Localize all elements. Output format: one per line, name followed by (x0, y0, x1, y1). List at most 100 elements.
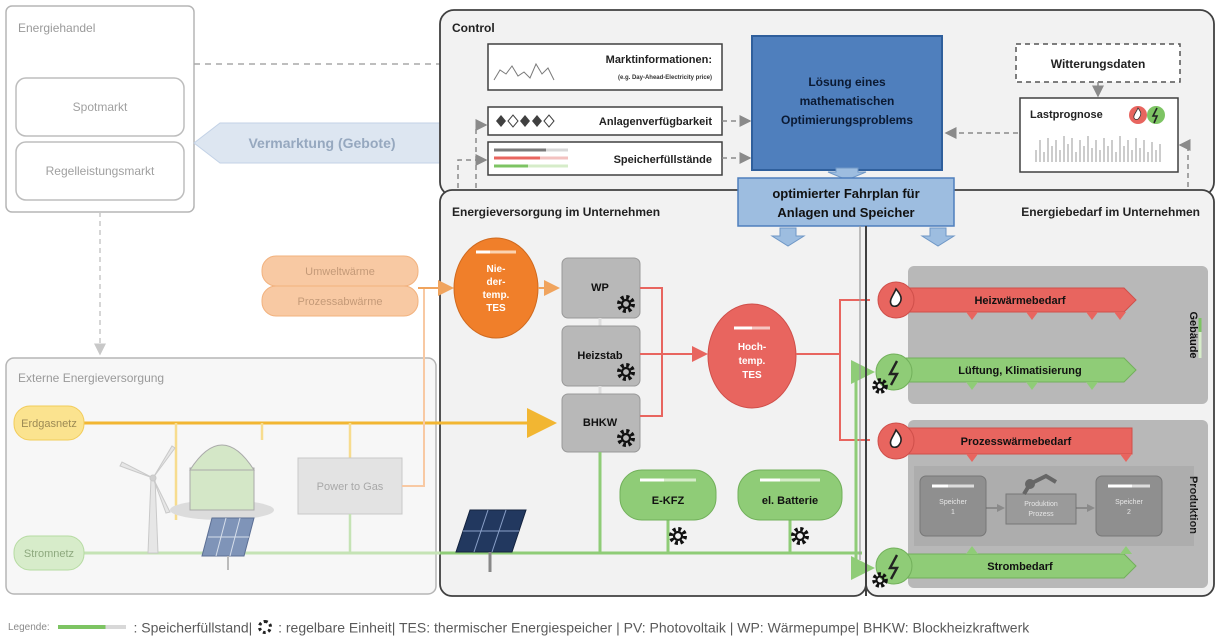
witterungsdaten-label: Witterungsdaten (1051, 57, 1146, 71)
prozess-box: Produktion Prozess (1005, 473, 1077, 525)
spotmarkt-label: Spotmarkt (73, 100, 128, 114)
strombedarf-label: Strombedarf (987, 561, 1053, 573)
speicher-b-box: Speicher 2 (1095, 475, 1163, 537)
speicherfuellstaende-label: Speicherfüllstände (614, 154, 712, 166)
heizstab-gear-icon (617, 363, 635, 381)
power-load-icon (1147, 106, 1165, 124)
tes-low-line1: Nie- (487, 264, 506, 275)
umweltwaerme-box: Umweltwärme (261, 255, 419, 287)
vermarktung-arrow: Vermarktung (Gebote) (193, 122, 441, 164)
tes-high-line3: TES (742, 370, 762, 381)
power-to-gas-label: Power to Gas (317, 481, 384, 493)
power-demand-icon-1 (875, 353, 913, 391)
optimierung-line1: Lösung eines (808, 75, 886, 89)
speicher-b-label: Speicher (1115, 499, 1143, 506)
availability-diamonds-icon (496, 114, 555, 128)
ekfz-box: E-KFZ (619, 469, 717, 521)
solar-panel-icon-extern (201, 517, 255, 570)
tes-high-line2: temp. (739, 356, 766, 367)
ekfz-gear-icon (669, 527, 687, 545)
lueftung-bar: Lüftung, Klimatisierung (899, 357, 1137, 390)
batterie-gear-icon (791, 527, 809, 545)
stromnetz-label: Stromnetz (24, 548, 74, 560)
energiehandel-title: Energiehandel (18, 21, 95, 35)
lueftung-label: Lüftung, Klimatisierung (958, 365, 1081, 377)
lastprognose-label: Lastprognose (1030, 109, 1103, 121)
prozesswaerme-bar: Prozesswärmebedarf (899, 427, 1133, 462)
tes-low-line2: der- (487, 277, 506, 288)
fahrplan-box: optimierter Fahrplan für Anlagen und Spe… (737, 177, 956, 247)
fahrplan-arrow-left (770, 227, 806, 247)
produktion-label: Produktion (1187, 476, 1199, 534)
solar-panel-icon (455, 509, 527, 572)
gebaeude-block: Gebäude (908, 266, 1208, 404)
energiehandel-panel: Energiehandel Spotmarkt Regelleistungsma… (5, 5, 195, 213)
bhkw-label: BHKW (583, 417, 618, 429)
prozess-line2: Prozess (1028, 511, 1054, 518)
legend-label: Legende: (8, 621, 50, 633)
wp-box: WP (561, 257, 641, 319)
legend-regelbar: : regelbare Einheit| TES: thermischer En… (278, 619, 1030, 636)
prozessabwaerme-box: Prozessabwärme (261, 285, 419, 317)
heizstab-box: Heizstab (561, 325, 641, 387)
prozesswaerme-label: Prozesswärmebedarf (961, 436, 1072, 448)
load-forecast-sparkline (1035, 136, 1161, 162)
wp-label: WP (591, 282, 609, 294)
versorgung-title: Energieversorgung im Unternehmen (452, 205, 660, 219)
wp-gear-icon (617, 295, 635, 313)
tes-low-circle: Nie- der- temp. TES (453, 237, 539, 339)
erdgasnetz-label: Erdgasnetz (21, 418, 77, 430)
batterie-box: el. Batterie (737, 469, 843, 521)
gebaeude-label: Gebäude (1187, 311, 1199, 358)
prozess-line1: Produktion (1024, 501, 1058, 508)
fahrplan-line1: optimierter Fahrplan für (772, 186, 919, 201)
extern-title: Externe Energieversorgung (18, 371, 164, 385)
fahrplan-arrow-right (920, 227, 956, 247)
umweltwaerme-label: Umweltwärme (305, 266, 375, 278)
erdgasnetz-box: Erdgasnetz (13, 405, 85, 441)
bhkw-gear-icon (617, 429, 635, 447)
bedarf-title: Energiebedarf im Unternehmen (1021, 205, 1200, 219)
speicher-a-label: Speicher (939, 499, 967, 506)
regelleistungsmarkt-box (15, 141, 185, 201)
batterie-label: el. Batterie (762, 495, 818, 507)
biogas-plant-icon (170, 444, 274, 520)
marktinfo-box (487, 43, 723, 91)
control-title: Control (452, 21, 495, 35)
ekfz-label: E-KFZ (652, 495, 685, 507)
control-panel: Control Marktinformationen: (e.g. Day-Ah… (439, 9, 1215, 197)
heat-demand-icon-1 (877, 281, 915, 319)
optimierung-line3: Optimierungsproblems (781, 113, 913, 127)
spotmarkt-box (15, 77, 185, 137)
strombedarf-gear-icon (872, 572, 888, 588)
storage-levels-icon (494, 148, 568, 168)
tes-low-line4: TES (486, 303, 506, 314)
marktinfo-sub: (e.g. Day-Ahead-Electricity price) (618, 75, 712, 81)
regelleistungsmarkt-label: Regelleistungsmarkt (46, 164, 155, 178)
speicher-b-number: 2 (1127, 509, 1131, 516)
power-to-gas-box: Power to Gas (297, 457, 403, 515)
vermarktung-label: Vermarktung (Gebote) (248, 135, 395, 151)
legend-gear-icon (258, 620, 273, 635)
legend-storage-bar-icon (57, 625, 126, 630)
tes-high-line1: Hoch- (738, 342, 766, 353)
price-chart-icon (493, 62, 555, 81)
tes-low-line3: temp. (483, 290, 510, 301)
fahrplan-line2: Anlagen und Speicher (777, 205, 914, 220)
legend: Legende: : Speicherfüllstand| : regelbar… (8, 618, 1213, 636)
speicher-a-box: Speicher 1 (919, 475, 987, 537)
power-demand-icon-2 (875, 547, 913, 585)
speicher-a-number: 1 (951, 509, 955, 516)
prozessabwaerme-label: Prozessabwärme (298, 296, 383, 308)
heizwaerme-bar: Heizwärmebedarf (899, 287, 1137, 320)
marktinfo-title: Marktinformationen: (606, 54, 712, 66)
heizstab-label: Heizstab (577, 350, 623, 362)
lueftung-gear-icon (872, 378, 888, 394)
robot-arm-icon (1022, 473, 1058, 496)
wind-turbine-icon (119, 445, 176, 554)
witterungsdaten-box (1015, 43, 1181, 83)
stromnetz-box: Stromnetz (13, 535, 85, 571)
bhkw-box: BHKW (561, 393, 641, 453)
heizwaerme-label: Heizwärmebedarf (974, 295, 1065, 307)
